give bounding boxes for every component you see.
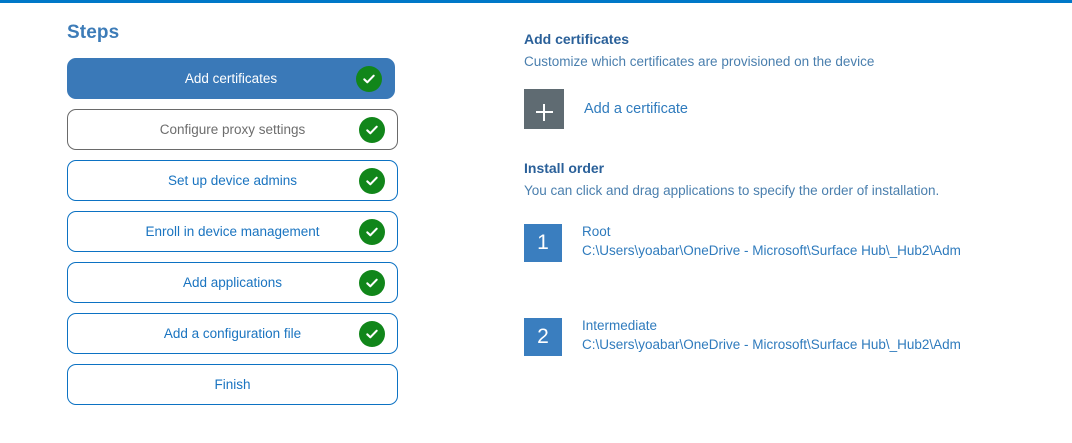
install-order-item[interactable]: 1 Root C:\Users\yoabar\OneDrive - Micros… (524, 224, 1044, 262)
certificate-name: Intermediate (582, 318, 658, 333)
step-finish[interactable]: Finish (67, 364, 398, 405)
step-list: Add certificates Configure proxy setting… (67, 58, 399, 405)
step-complete-check-icon (359, 167, 385, 194)
step-configure-proxy-settings[interactable]: Configure proxy settings (67, 109, 398, 150)
step-enroll-in-device-management[interactable]: Enroll in device management (67, 211, 398, 252)
step-label: Finish (214, 377, 251, 392)
order-number-badge: 2 (524, 318, 562, 356)
top-accent-bar (0, 0, 1072, 3)
step-label: Add certificates (184, 71, 278, 86)
step-label: Enroll in device management (145, 224, 320, 239)
install-order-section: Install order You can click and drag app… (524, 159, 1044, 356)
plus-icon (524, 89, 564, 129)
step-add-certificates[interactable]: Add certificates (67, 58, 395, 99)
step-label: Add a configuration file (163, 326, 302, 341)
step-complete-check-icon (359, 218, 385, 245)
page-title: Add certificates (524, 31, 630, 47)
detail-panel: Add certificates Customize which certifi… (524, 30, 1044, 412)
step-label: Configure proxy settings (159, 122, 306, 137)
certificate-name: Root (582, 224, 611, 239)
certificate-path: C:\Users\yoabar\OneDrive - Microsoft\Sur… (582, 243, 961, 258)
order-item-text: Intermediate C:\Users\yoabar\OneDrive - … (582, 316, 961, 354)
install-order-item[interactable]: 2 Intermediate C:\Users\yoabar\OneDrive … (524, 318, 1044, 356)
step-set-up-device-admins[interactable]: Set up device admins (67, 160, 398, 201)
step-label: Add applications (182, 275, 283, 290)
steps-heading: Steps (67, 22, 120, 43)
page-subtitle: Customize which certificates are provisi… (524, 54, 875, 69)
add-certificate-label: Add a certificate (584, 101, 688, 117)
install-order-heading: Install order (524, 160, 605, 176)
order-item-text: Root C:\Users\yoabar\OneDrive - Microsof… (582, 222, 961, 260)
add-certificate-button[interactable]: Add a certificate (524, 89, 724, 129)
step-complete-check-icon (356, 65, 382, 92)
step-add-applications[interactable]: Add applications (67, 262, 398, 303)
steps-panel: Steps Add certificates Configure proxy s… (67, 22, 399, 405)
step-complete-check-icon (359, 269, 385, 296)
certificate-path: C:\Users\yoabar\OneDrive - Microsoft\Sur… (582, 337, 961, 352)
order-number-badge: 1 (524, 224, 562, 262)
step-label: Set up device admins (167, 173, 298, 188)
step-complete-check-icon (359, 320, 385, 347)
install-order-description: You can click and drag applications to s… (524, 183, 940, 198)
step-add-a-configuration-file[interactable]: Add a configuration file (67, 313, 398, 354)
install-order-list: 1 Root C:\Users\yoabar\OneDrive - Micros… (524, 224, 1044, 356)
step-complete-check-icon (359, 116, 385, 143)
